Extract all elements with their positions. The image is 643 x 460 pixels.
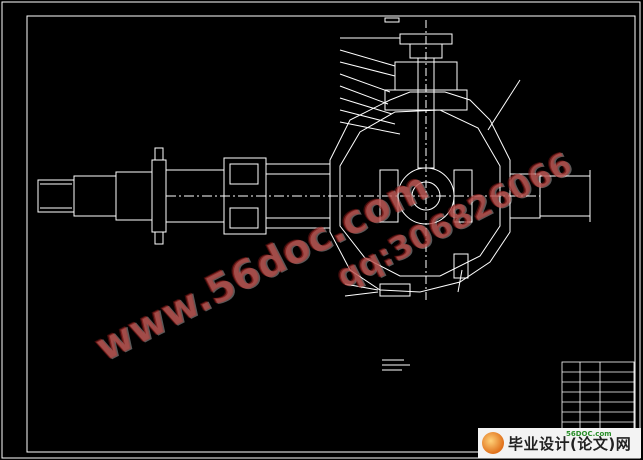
- drawing-frame-inner: [26, 15, 636, 453]
- technical-notes: [382, 359, 410, 371]
- site-logo-bar[interactable]: 毕业设计(论文)网: [478, 428, 641, 458]
- site-logo-icon: [482, 432, 504, 454]
- site-logo-domain: 56DOC.com: [566, 430, 612, 438]
- site-logo-title: 毕业设计(论文)网: [508, 434, 632, 453]
- axle-assembly: [37, 17, 591, 300]
